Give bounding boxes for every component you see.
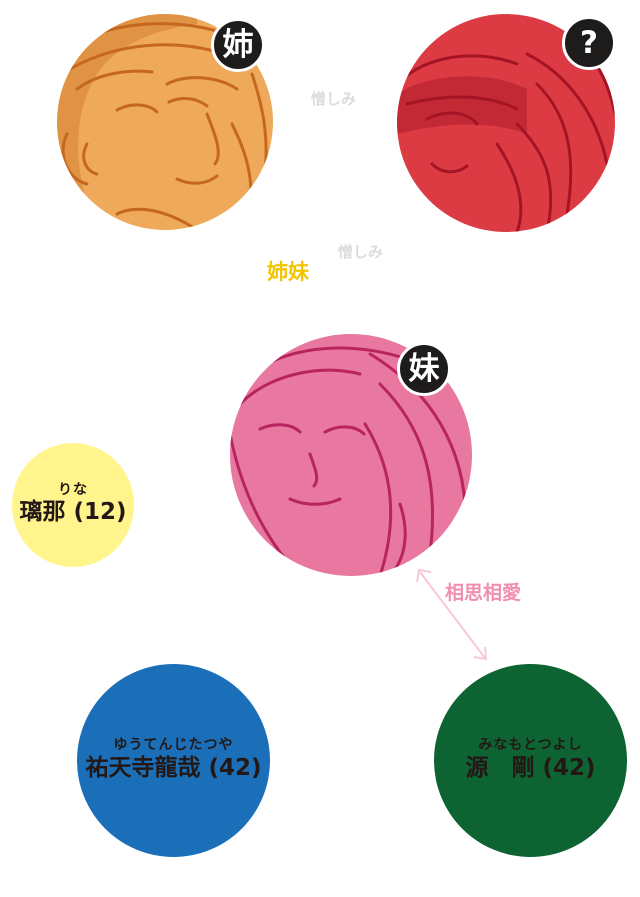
- yutenji-reading: ゆうてんじたつや: [113, 737, 234, 754]
- sisters-label: 姉妹: [267, 260, 309, 284]
- yutenji-node: ゆうてんじたつや 祐天寺龍哉 (42): [77, 664, 270, 857]
- elder-sister-illustration: [57, 14, 268, 230]
- unknown-woman-portrait: [397, 14, 615, 232]
- elder-sister-badge: 姉: [211, 18, 265, 72]
- minamoto-name: 源 剛 (42): [465, 754, 596, 781]
- unknown-woman-badge: ?: [562, 16, 616, 70]
- rina-reading: りな: [58, 481, 88, 498]
- mutual-love-arrow: [416, 568, 488, 661]
- younger-sister-badge: 妹: [397, 342, 451, 396]
- mutual-love-label: 相思相愛: [445, 582, 522, 604]
- hatred-label-middle: 憎しみ: [338, 243, 384, 261]
- minamoto-node: みなもとつよし 源 剛 (42): [434, 664, 627, 857]
- rina-name: 璃那 (12): [19, 499, 127, 526]
- hatred-label-top: 憎しみ: [311, 90, 357, 108]
- yutenji-name: 祐天寺龍哉 (42): [85, 754, 262, 781]
- minamoto-reading: みなもとつよし: [478, 737, 583, 754]
- rina-node: りな 璃那 (12): [12, 443, 134, 567]
- unknown-woman-illustration: [397, 22, 615, 232]
